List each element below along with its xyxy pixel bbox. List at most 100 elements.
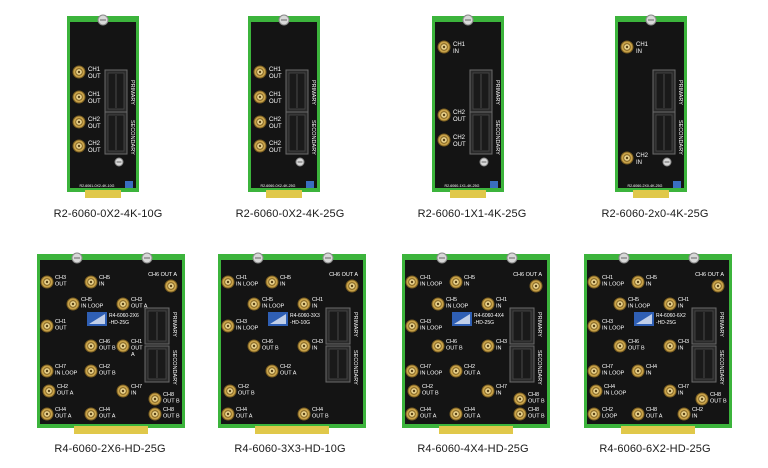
port-label: OUT A bbox=[236, 414, 253, 420]
bnc-connector-icon[interactable] bbox=[221, 407, 235, 421]
bnc-connector-icon[interactable] bbox=[631, 275, 645, 289]
bnc-connector-icon[interactable] bbox=[405, 364, 419, 378]
bnc-connector-icon[interactable] bbox=[345, 279, 359, 293]
sfp-cage[interactable] bbox=[104, 111, 128, 155]
bnc-connector-icon[interactable] bbox=[407, 384, 421, 398]
port-label: CH2 bbox=[453, 135, 466, 141]
bnc-connector-icon[interactable] bbox=[40, 275, 54, 289]
bnc-connector-icon[interactable] bbox=[587, 275, 601, 289]
bnc-connector-icon[interactable] bbox=[84, 364, 98, 378]
port-label: CH4 bbox=[99, 407, 110, 413]
bnc-connector-icon[interactable] bbox=[253, 139, 267, 153]
bnc-connector-icon[interactable] bbox=[84, 407, 98, 421]
bnc-connector-icon[interactable] bbox=[253, 115, 267, 129]
bnc-connector-icon[interactable] bbox=[265, 364, 279, 378]
bnc-connector-icon[interactable] bbox=[613, 339, 627, 353]
bnc-connector-icon[interactable] bbox=[84, 339, 98, 353]
bnc-connector-icon[interactable] bbox=[663, 339, 677, 353]
sfp-cage[interactable] bbox=[325, 307, 351, 345]
bnc-connector-icon[interactable] bbox=[620, 40, 634, 54]
bnc-connector-icon[interactable] bbox=[431, 297, 445, 311]
bnc-connector-icon[interactable] bbox=[116, 339, 130, 353]
bnc-connector-icon[interactable] bbox=[405, 275, 419, 289]
bnc-connector-icon[interactable] bbox=[297, 339, 311, 353]
sfp-cage[interactable] bbox=[285, 69, 309, 113]
bnc-connector-icon[interactable] bbox=[449, 275, 463, 289]
sfp-cage[interactable] bbox=[652, 69, 676, 113]
bnc-connector-icon[interactable] bbox=[587, 364, 601, 378]
bnc-connector-icon[interactable] bbox=[66, 297, 80, 311]
bnc-connector-icon[interactable] bbox=[116, 297, 130, 311]
bnc-connector-icon[interactable] bbox=[253, 90, 267, 104]
sfp-cage[interactable] bbox=[691, 345, 717, 383]
bnc-connector-icon[interactable] bbox=[72, 115, 86, 129]
bnc-connector-icon[interactable] bbox=[620, 151, 634, 165]
sfp-cage[interactable] bbox=[285, 111, 309, 155]
port-label: CH6 bbox=[262, 339, 273, 345]
bnc-connector-icon[interactable] bbox=[437, 40, 451, 54]
bnc-connector-icon[interactable] bbox=[247, 297, 261, 311]
port-label: CH5 bbox=[628, 297, 639, 303]
bnc-connector-icon[interactable] bbox=[405, 407, 419, 421]
bnc-connector-icon[interactable] bbox=[481, 339, 495, 353]
bnc-connector-icon[interactable] bbox=[587, 407, 601, 421]
bnc-connector-icon[interactable] bbox=[297, 407, 311, 421]
bnc-connector-icon[interactable] bbox=[148, 407, 162, 421]
bnc-connector-icon[interactable] bbox=[663, 297, 677, 311]
bnc-connector-icon[interactable] bbox=[72, 65, 86, 79]
bnc-connector-icon[interactable] bbox=[72, 139, 86, 153]
sfp-cage[interactable] bbox=[691, 307, 717, 345]
bnc-connector-icon[interactable] bbox=[221, 275, 235, 289]
bnc-connector-icon[interactable] bbox=[40, 364, 54, 378]
bnc-connector-icon[interactable] bbox=[164, 279, 178, 293]
bnc-connector-icon[interactable] bbox=[221, 319, 235, 333]
bnc-connector-icon[interactable] bbox=[437, 133, 451, 147]
sfp-cage[interactable] bbox=[469, 111, 493, 155]
sfp-cage[interactable] bbox=[509, 345, 535, 383]
sfp-cage[interactable] bbox=[325, 345, 351, 383]
bnc-connector-icon[interactable] bbox=[481, 297, 495, 311]
bnc-connector-icon[interactable] bbox=[513, 392, 527, 406]
sfp-cage[interactable] bbox=[652, 111, 676, 155]
bnc-connector-icon[interactable] bbox=[513, 407, 527, 421]
bnc-connector-icon[interactable] bbox=[613, 297, 627, 311]
bnc-connector-icon[interactable] bbox=[631, 407, 645, 421]
bnc-connector-icon[interactable] bbox=[677, 407, 691, 421]
bnc-connector-icon[interactable] bbox=[449, 364, 463, 378]
bnc-connector-icon[interactable] bbox=[223, 384, 237, 398]
sfp-cage[interactable] bbox=[469, 69, 493, 113]
bnc-connector-icon[interactable] bbox=[431, 339, 445, 353]
bnc-connector-icon[interactable] bbox=[663, 384, 677, 398]
bnc-connector-icon[interactable] bbox=[116, 384, 130, 398]
bnc-connector-icon[interactable] bbox=[40, 319, 54, 333]
port-label: OUT B bbox=[163, 399, 180, 405]
port-label: CH7 bbox=[131, 384, 142, 390]
bnc-connector-icon[interactable] bbox=[529, 279, 543, 293]
sfp-cage[interactable] bbox=[144, 307, 170, 345]
bnc-connector-icon[interactable] bbox=[711, 279, 725, 293]
bnc-connector-icon[interactable] bbox=[695, 392, 709, 406]
bnc-connector-icon[interactable] bbox=[589, 384, 603, 398]
bnc-connector-icon[interactable] bbox=[253, 65, 267, 79]
bnc-connector-icon[interactable] bbox=[42, 384, 56, 398]
bnc-connector-icon[interactable] bbox=[437, 108, 451, 122]
port-label: CH2 bbox=[238, 384, 249, 390]
bnc-connector-icon[interactable] bbox=[481, 384, 495, 398]
sfp-cage[interactable] bbox=[509, 307, 535, 345]
bnc-connector-icon[interactable] bbox=[631, 364, 645, 378]
bnc-connector-icon[interactable] bbox=[265, 275, 279, 289]
bnc-connector-icon[interactable] bbox=[449, 407, 463, 421]
port-label: CH6 OUT A bbox=[695, 272, 724, 278]
bnc-connector-icon[interactable] bbox=[405, 319, 419, 333]
bnc-connector-icon[interactable] bbox=[247, 339, 261, 353]
bnc-connector-icon[interactable] bbox=[297, 297, 311, 311]
sfp-cage[interactable] bbox=[104, 69, 128, 113]
bnc-connector-icon[interactable] bbox=[84, 275, 98, 289]
bnc-connector-icon[interactable] bbox=[587, 319, 601, 333]
bnc-connector-icon[interactable] bbox=[72, 90, 86, 104]
bnc-connector-icon[interactable] bbox=[148, 392, 162, 406]
bnc-connector-icon[interactable] bbox=[40, 407, 54, 421]
sfp-cage[interactable] bbox=[144, 345, 170, 383]
